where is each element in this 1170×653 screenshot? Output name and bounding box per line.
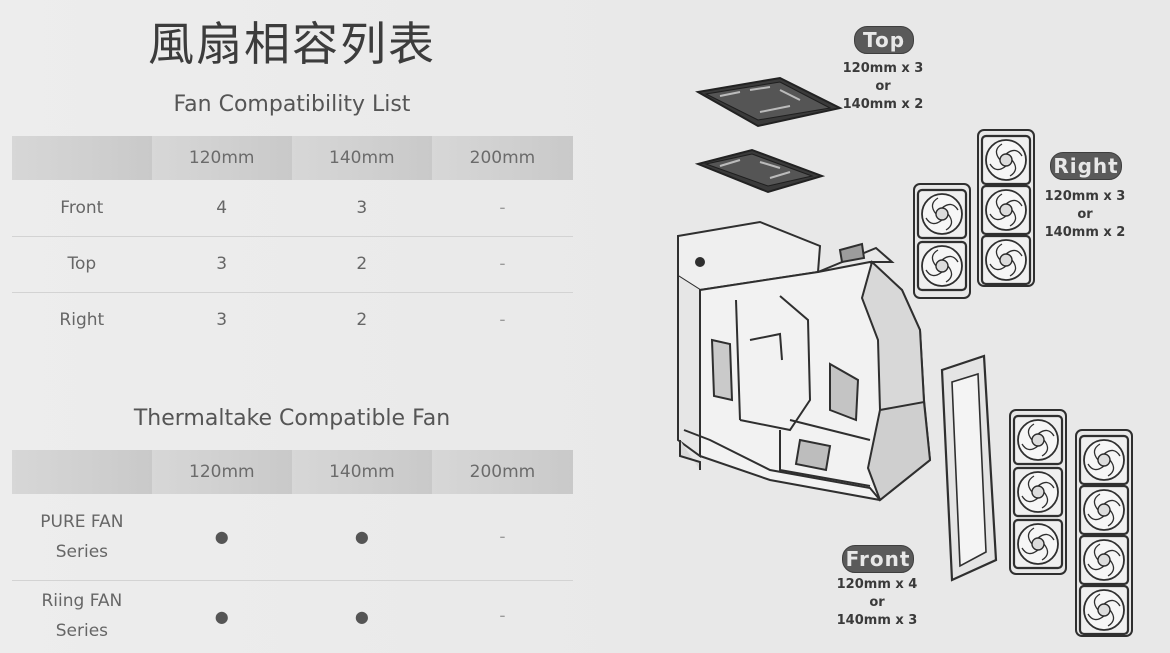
spec-line: or [869, 595, 885, 610]
cell-value: ● [151, 494, 292, 581]
row-label-line: Series [55, 621, 109, 642]
cell-value: ● [291, 494, 432, 581]
table-header-row: 120mm 140mm 200mm [12, 136, 573, 180]
front-panel [940, 354, 998, 582]
spec-line: 120mm x 3 [1044, 189, 1126, 204]
front-fan-spec: 120mm x 4 or 140mm x 3 [832, 576, 922, 630]
cell-value: 3 [291, 180, 432, 237]
cell-value: 3 [151, 236, 292, 293]
row-label-line: PURE FAN [40, 511, 124, 532]
right-fan-spec: 120mm x 3 or 140mm x 2 [1040, 188, 1130, 242]
row-label-pure-fan: PURE FAN Series [12, 494, 152, 581]
spec-line: 140mm x 3 [836, 613, 918, 628]
cell-value: - [431, 494, 573, 581]
thermaltake-fan-title: Thermaltake Compatible Fan [133, 406, 451, 431]
chassis-body [677, 220, 932, 502]
top-fan-tray-upper [695, 76, 843, 128]
cell-value: ● [354, 606, 369, 626]
compatibility-panel: 風扇相容列表 Fan Compatibility List 120mm 140m… [0, 0, 640, 653]
case-exploded-diagram [677, 76, 1133, 637]
row-label-top: Top [12, 236, 152, 293]
cell-value: 2 [356, 310, 368, 331]
cell-value: - [431, 236, 573, 293]
row-label-right: Right [59, 310, 105, 331]
cell-value: - [431, 180, 573, 237]
table-header-row: 120mm 140mm 200mm [12, 450, 573, 494]
right-fans-small [913, 183, 971, 299]
cell-value: - [499, 606, 506, 627]
header-140mm: 140mm [291, 136, 432, 180]
top-fan-tray-lower [694, 148, 826, 194]
cell-value: - [499, 310, 506, 331]
header-200mm: 200mm [431, 450, 573, 494]
table-row: Top 3 2 - [12, 236, 573, 293]
spec-line: 120mm x 3 [842, 61, 924, 76]
thermaltake-fan-table: 120mm 140mm 200mm PURE FAN Series ● ● - … [12, 450, 573, 652]
row-label-front: Front [12, 180, 152, 237]
header-blank [12, 450, 152, 494]
fan-compatibility-title: Fan Compatibility List [173, 92, 411, 117]
header-120mm: 120mm [151, 450, 292, 494]
row-label-line: Riing FAN [41, 591, 123, 612]
row-label-line: Series [55, 541, 109, 562]
right-fans-large [977, 129, 1035, 287]
spec-line: or [875, 79, 891, 94]
top-fan-spec: 120mm x 3 or 140mm x 2 [838, 60, 928, 114]
header-120mm: 120mm [151, 136, 292, 180]
table-row: Right 3 2 - [12, 292, 573, 348]
spec-line: 140mm x 2 [842, 97, 924, 112]
header-200mm: 200mm [431, 136, 573, 180]
row-label-riing-fan: Riing FAN Series [12, 580, 152, 652]
top-label-badge: Top [854, 26, 914, 54]
right-label-badge: Right [1050, 152, 1122, 180]
cell-value: 4 [151, 180, 292, 237]
spec-line: 120mm x 4 [836, 577, 918, 592]
case-diagram-panel: Top 120mm x 3 or 140mm x 2 Right 120mm x… [640, 0, 1170, 653]
header-140mm: 140mm [291, 450, 432, 494]
cell-value: 2 [291, 236, 432, 293]
spec-line: or [1077, 207, 1093, 222]
cell-value: ● [214, 606, 229, 626]
cell-value: 3 [216, 310, 228, 331]
table-row: PURE FAN Series ● ● - [12, 494, 573, 581]
front-fans-left [1009, 409, 1067, 575]
table-row: Front 4 3 - [12, 180, 573, 237]
front-label-badge: Front [842, 545, 914, 573]
spec-line: 140mm x 2 [1044, 225, 1126, 240]
header-blank [12, 136, 152, 180]
page-title-chinese: 風扇相容列表 [148, 17, 436, 71]
front-fans-right [1075, 429, 1133, 637]
fan-compatibility-table: 120mm 140mm 200mm Front 4 3 - Top 3 2 - … [12, 136, 573, 348]
table-row: Riing FAN Series ● ● - [12, 580, 573, 652]
